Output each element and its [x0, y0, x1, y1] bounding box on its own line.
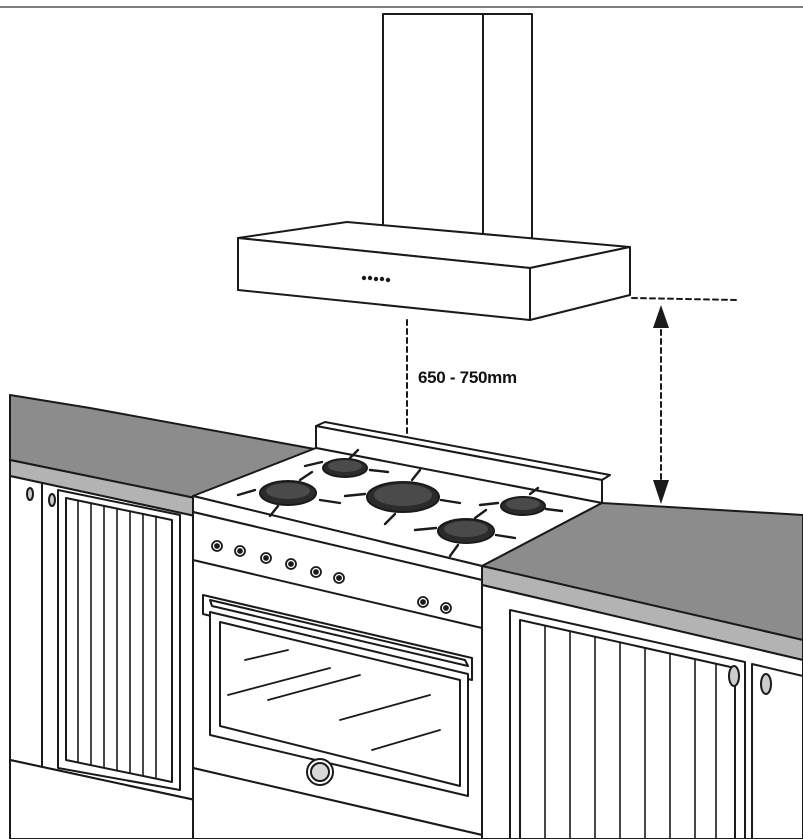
- control-knob-4: [285, 558, 297, 570]
- oven-door: [202, 594, 473, 797]
- right-countertop: [481, 502, 803, 661]
- range-hood: [237, 13, 631, 321]
- right-cabinet: [481, 584, 803, 839]
- hood-canopy: [237, 221, 631, 321]
- left-cabinet: [9, 475, 196, 839]
- left-door-slats: [77, 500, 157, 779]
- control-knob-8: [440, 602, 452, 614]
- burner-front-left: [259, 480, 317, 506]
- burner-front-right: [437, 518, 495, 544]
- height-measurement-label: 650 - 750mm: [418, 368, 517, 387]
- control-knob-2: [234, 545, 246, 557]
- burner-back-right: [500, 496, 546, 516]
- control-knob-3: [260, 552, 272, 564]
- arrow-up: [653, 305, 669, 328]
- oven-glass-reflections: [227, 649, 441, 751]
- control-knob-1: [211, 540, 223, 552]
- control-knobs: [211, 540, 452, 614]
- control-knob-5: [310, 566, 322, 578]
- control-knob-7: [417, 596, 429, 608]
- arrow-down: [653, 480, 669, 504]
- oven-door-handle: [209, 599, 469, 667]
- dimension-arrows: [653, 305, 669, 504]
- burners: [259, 458, 546, 544]
- hood-chimney: [382, 13, 533, 248]
- range-cooker: [192, 421, 611, 839]
- pan-supports: [236, 448, 564, 558]
- left-cabinet-knob-2: [26, 487, 34, 501]
- left-cabinet-knob: [48, 493, 56, 507]
- right-door-slats: [544, 625, 717, 839]
- hood-control-buttons: [361, 275, 391, 283]
- right-cabinet-knob-2: [760, 673, 772, 695]
- right-cabinet-door-2: [751, 663, 803, 839]
- right-cabinet-knob: [728, 665, 740, 687]
- hood-height-reference-line: [631, 297, 739, 301]
- burner-back-left: [322, 458, 368, 478]
- burner-center-wok: [366, 481, 440, 513]
- control-knob-6: [333, 572, 345, 584]
- cooker-plinth: [192, 767, 483, 839]
- oven-dial: [306, 758, 334, 786]
